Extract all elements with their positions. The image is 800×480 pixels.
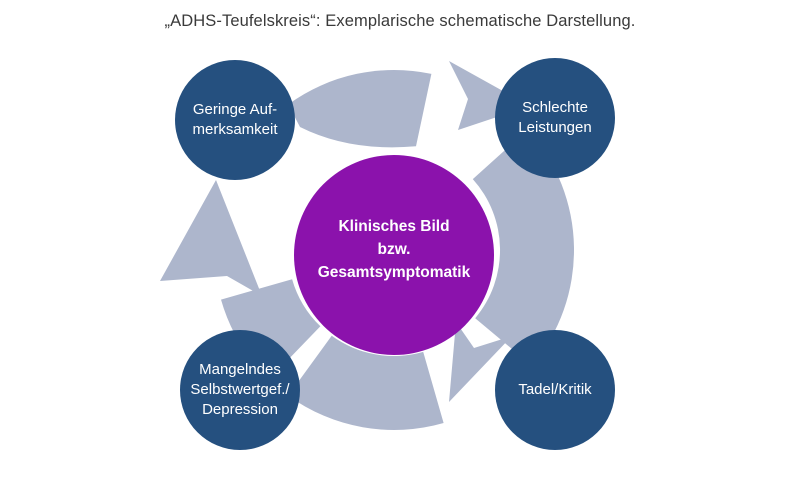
diagram-title: „ADHS-Teufelskreis“: Exemplarische schem… — [164, 12, 636, 30]
arrow-right-band — [472, 129, 575, 366]
arrow-top-band — [288, 69, 432, 148]
node-label-line: Selbstwertgef./ — [190, 381, 290, 398]
node-label-line: merksamkeit — [192, 121, 278, 138]
arrow-right-head-icon — [449, 322, 512, 402]
node-klinisches-bild: Klinisches Bild bzw. Gesamtsymptomatik — [294, 155, 494, 355]
node-label-line: Mangelndes — [199, 361, 281, 378]
node-label-line: Gesamtsymptomatik — [317, 263, 471, 281]
node-label-line: Schlechte — [522, 99, 588, 116]
node-label-line: Depression — [202, 401, 278, 418]
node-label-line: Klinisches Bild — [338, 217, 450, 235]
node-label-line: Leistungen — [518, 119, 592, 136]
node-label-line: Geringe Auf- — [192, 101, 278, 118]
node-label-line: bzw. — [377, 240, 411, 258]
arrow-left-band — [221, 279, 321, 380]
node-mangelndes-selbstwertgefuehl: Mangelndes Selbstwertgef./ Depression — [180, 330, 300, 450]
arrow-bottom-band — [288, 335, 444, 430]
node-geringe-aufmerksamkeit: Geringe Auf- merksamkeit — [175, 60, 295, 180]
node-tadel-kritik: Tadel/Kritik — [495, 330, 615, 450]
arrow-left-head-icon — [160, 180, 262, 296]
node-label-line: Tadel/Kritik — [518, 381, 592, 398]
node-schlechte-leistungen: Schlechte Leistungen — [495, 58, 615, 178]
